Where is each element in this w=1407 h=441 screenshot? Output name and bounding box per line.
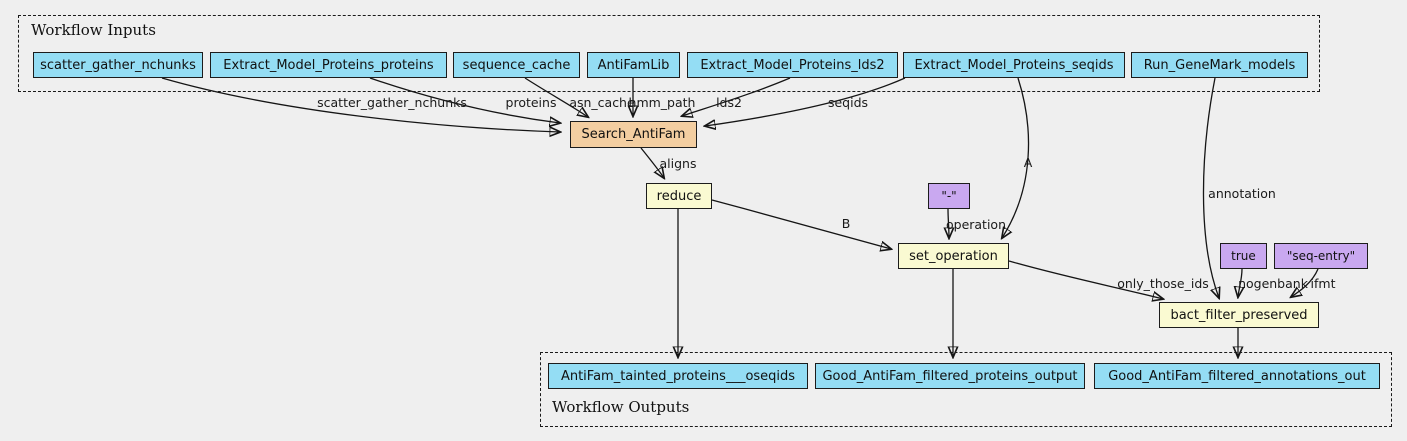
step-node-set-operation[interactable]: set_operation (898, 243, 1009, 269)
workflow-outputs-cluster (540, 352, 1392, 427)
edge-label-a: A (1023, 155, 1033, 170)
edge-label-annotation: annotation (1208, 186, 1276, 201)
edge-lds2 (682, 77, 791, 116)
step-node-reduce[interactable]: reduce (646, 183, 712, 209)
output-node-antifam-tainted-proteins-oseqids[interactable]: AntiFam_tainted_proteins___oseqids (548, 363, 808, 389)
input-node-extract-model-proteins-seqids[interactable]: Extract_Model_Proteins_seqids (903, 52, 1125, 78)
workflow-outputs-label: Workflow Outputs (552, 398, 690, 416)
input-node-extract-model-proteins-lds2[interactable]: Extract_Model_Proteins_lds2 (687, 52, 898, 78)
edge-label-hmm-path: hmm_path (628, 95, 696, 110)
input-node-run-genemark-models[interactable]: Run_GeneMark_models (1131, 52, 1308, 78)
input-node-sequence-cache[interactable]: sequence_cache (453, 52, 580, 78)
edge-label-seqids: seqids (827, 95, 869, 110)
edge-ifmt (1291, 268, 1319, 297)
edge-label-ifmt: ifmt (1310, 276, 1336, 291)
workflow-inputs-label: Workflow Inputs (31, 21, 156, 39)
edge-asn-cache (524, 77, 588, 117)
edge-annotation (1202, 77, 1219, 298)
edge-label-b: B (841, 216, 851, 231)
edge-label-only-those-ids: only_those_ids (1117, 276, 1209, 291)
output-node-good-antifam-filtered-proteins-output[interactable]: Good_AntiFam_filtered_proteins_output (815, 363, 1085, 389)
default-node-seq-entry[interactable]: "seq-entry" (1274, 243, 1368, 269)
edge-aligns (640, 147, 664, 178)
default-node-true[interactable]: true (1220, 243, 1267, 269)
output-node-good-antifam-filtered-annotations-out[interactable]: Good_AntiFam_filtered_annotations_out (1094, 363, 1380, 389)
input-node-extract-model-proteins-proteins[interactable]: Extract_Model_Proteins_proteins (210, 52, 447, 78)
edge-label-asn-cache: asn_cache (569, 95, 635, 110)
input-node-scatter-gather-nchunks[interactable]: scatter_gather_nchunks (33, 52, 203, 78)
edge-only-those-ids (1008, 260, 1163, 299)
workflow-inputs-cluster (18, 15, 1320, 92)
edge-b (711, 199, 891, 249)
input-node-antifamlib[interactable]: AntiFamLib (587, 52, 680, 78)
edge-scatter-gather-nchunks (161, 77, 560, 132)
step-node-search-antifam[interactable]: Search_AntiFam (570, 121, 697, 148)
edge-label-operation: operation (945, 217, 1007, 232)
edge-proteins (369, 77, 560, 123)
default-node-dash[interactable]: "-" (928, 183, 970, 209)
edge-label-scatter-gather-nchunks: scatter_gather_nchunks (317, 95, 467, 110)
edge-nogenbank (1238, 268, 1242, 297)
step-node-bact-filter-preserved[interactable]: bact_filter_preserved (1159, 302, 1319, 328)
edge-label-lds2: lds2 (716, 95, 742, 110)
edge-a (1002, 77, 1030, 238)
edge-label-nogenbank: nogenbank (1238, 276, 1308, 291)
edge-label-proteins: proteins (505, 95, 557, 110)
edge-seqids (705, 77, 906, 126)
edge-label-aligns: aligns (659, 156, 697, 171)
edge-operation (948, 208, 949, 238)
